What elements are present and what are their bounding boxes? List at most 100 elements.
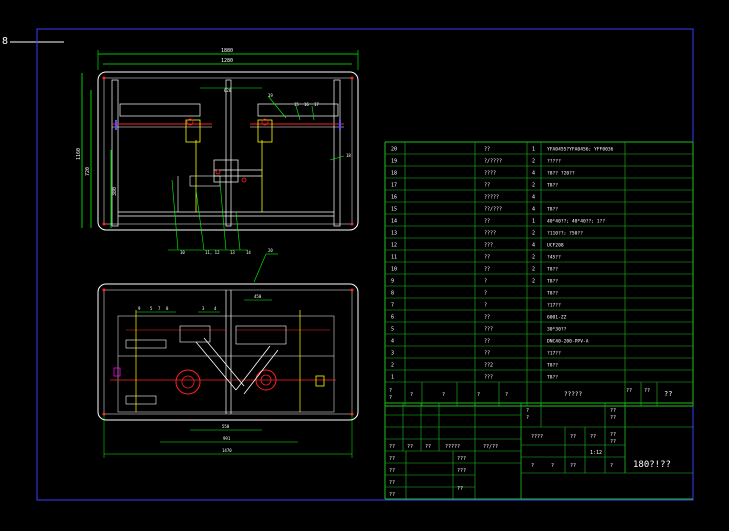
dim-bottom-c: 1470 (222, 448, 232, 453)
bom-row-spec: ?8?? ?20?? (547, 171, 575, 177)
bom-row-no: 18 (391, 171, 397, 177)
tb-mark-0: ? (531, 463, 534, 469)
bom-row-no: 4 (391, 339, 394, 345)
dim-bottom-a: 550 (222, 424, 230, 429)
bom-row-spec: 40*40??; 40*40??; 1?? (547, 219, 605, 225)
bom-header-no: ? (389, 395, 392, 401)
bom-row-qty: 4 (532, 207, 535, 213)
bom-row-spec: UCF208 (547, 243, 564, 249)
bom-row-name: ??? (484, 375, 493, 381)
bom-row-name: ?? (484, 339, 490, 345)
tb-r4-0: ?? (389, 480, 395, 486)
tb-r1-2: ?? (425, 444, 431, 450)
callout-5: 5 (150, 306, 153, 311)
bom-row-name: ?? (484, 315, 490, 321)
bom-header-c2: ? (410, 392, 413, 398)
bom-row-name: ??2 (484, 363, 493, 369)
bom-row-spec: T8?? (547, 291, 558, 297)
bom-row-no: 1 (391, 375, 394, 381)
bom-row-qty: 2 (532, 183, 535, 189)
drawing-frame (36, 28, 694, 501)
plan-view: 550 991 1470 450 9 5 7 8 3 4 20 (97, 248, 359, 458)
callout-20: 20 (268, 248, 273, 253)
callout-3: 3 (202, 306, 205, 311)
bom-row-name: ???? (484, 171, 496, 177)
bom-row-no: 14 (391, 219, 397, 225)
bom-row-name: ? (484, 303, 487, 309)
dim-top-inner: 1280 (221, 58, 233, 64)
bom-row-name: ?? (484, 267, 490, 273)
bom-row-name: ?? (484, 147, 490, 153)
tb-r1-3: ????? (445, 444, 460, 450)
tb-mark-3: ? (610, 463, 613, 469)
bom-row-no: 5 (391, 327, 394, 333)
tb-scale: 1:12 (590, 450, 602, 456)
bom-row-name: ?? (484, 219, 490, 225)
callout-16: 16 (304, 102, 309, 107)
bom-row-no: 10 (391, 267, 397, 273)
bom-row-qty: 2 (532, 159, 535, 165)
tb-mark-2: ?? (570, 463, 576, 469)
bom-row-spec: T8?? (547, 267, 558, 273)
callout-11-12: 11, 12 (205, 250, 220, 255)
dim-left-overall: 1160 (76, 148, 82, 160)
bom-row-name: ?? (484, 183, 490, 189)
bom-row-spec: DNC40-200-PPV-A (547, 339, 589, 345)
front-view: 1880 1280 620 1160 720 380 (76, 48, 359, 255)
callout-10: 10 (180, 250, 185, 255)
bom-row-name: ??? (484, 327, 493, 333)
bom-row-qty: 4 (532, 195, 535, 201)
callout-13: 13 (230, 250, 235, 255)
tb-r4-1: ?? (457, 486, 463, 492)
bom-row-qty: 2 (532, 267, 535, 273)
bom-row-qty: 4 (532, 171, 535, 177)
callout-14: 14 (246, 250, 251, 255)
bom-row-no: 9 (391, 279, 394, 285)
tb-info1: ???? (531, 434, 543, 440)
bom-row-no: 7 (391, 303, 394, 309)
bom-row-no: 15 (391, 207, 397, 213)
callout-17: 17 (314, 102, 319, 107)
tb-r1-1: ?? (407, 444, 413, 450)
tb-r2-1: ??? (457, 456, 466, 462)
bom-row-spec: ?45?? (547, 255, 561, 261)
callout-9: 9 (138, 306, 141, 311)
bom-header-c7: ?? (626, 388, 632, 394)
bom-header-spec: ????? (564, 391, 582, 398)
bom-row-name: ??/??? (484, 207, 502, 213)
bom-row-no: 17 (391, 183, 397, 189)
callout-8: 8 (166, 306, 169, 311)
callout-18: 18 (346, 153, 351, 158)
bom-row-spec: 30*30?? (547, 327, 567, 333)
bom-row-spec: ????? (547, 159, 561, 165)
title-block: ?? ???? ?? ?? ?? ????? ??/?? ?? ??? ?? ?… (384, 402, 693, 500)
dim-left-b: 380 (112, 187, 118, 196)
tb-r1-0: ?? (389, 444, 395, 450)
bom-row-name: ???? (484, 231, 496, 237)
bom-row-spec: ?17?? (547, 351, 561, 357)
bom-row-spec: ?17?? (547, 303, 561, 309)
bom-row-qty: 1 (532, 219, 535, 225)
bom-row-spec: T8?? (547, 375, 558, 381)
dim-left-a: 720 (85, 167, 91, 176)
bom-row-qty: 2 (532, 231, 535, 237)
callout-7: 7 (158, 306, 161, 311)
bom-header-qty: ? (505, 392, 508, 398)
bom-row-name: ????? (484, 195, 499, 201)
bom-row-no: 8 (391, 291, 394, 297)
bom-row-no: 16 (391, 195, 397, 201)
bom-row-qty: 1 (532, 147, 535, 153)
bom-row-name: ? (484, 279, 487, 285)
bom-row-no: 13 (391, 231, 397, 237)
bom-row-no: 19 (391, 159, 397, 165)
tb-mid-a: ?? (526, 408, 529, 421)
bom-row-spec: YFA0455?YFA0456; YFF0036 (547, 147, 614, 153)
bom-row-spec: T8?? (547, 183, 558, 189)
tb-r1-4: ??/?? (483, 444, 498, 450)
tb-mid-b: ???? (610, 408, 616, 421)
tb-r5-0: ?? (389, 492, 395, 498)
bom-row-name: ?? (484, 255, 490, 261)
ucs-label: 8 (2, 36, 9, 47)
